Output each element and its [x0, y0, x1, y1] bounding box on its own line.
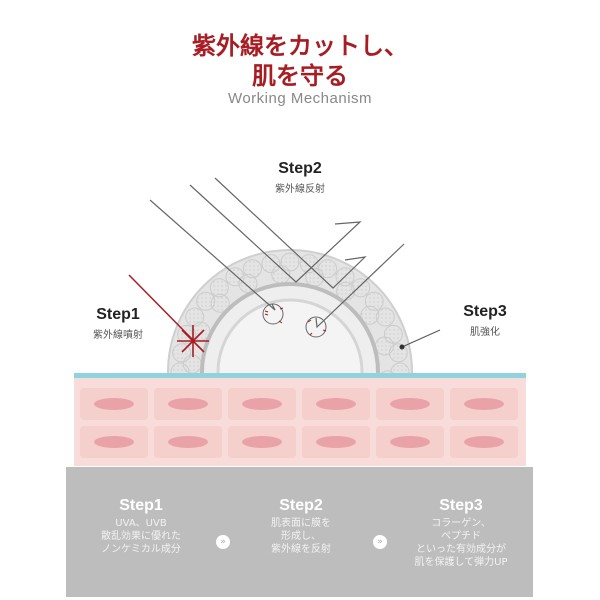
- summary-step1: Step1 UVA、UVB 散乱効果に優れた ノンケミカル成分: [101, 497, 181, 555]
- absorb-circles: [262, 303, 327, 338]
- red-uv-ray: [128, 274, 194, 341]
- particle-bead: [388, 343, 408, 363]
- cell-nucleus: [94, 436, 134, 448]
- skin-surface-line: [74, 373, 526, 378]
- uv-rays: [149, 177, 405, 329]
- cell-nucleus: [316, 436, 356, 448]
- double-chevron-right-icon: »: [216, 535, 230, 549]
- cell-nucleus: [464, 436, 504, 448]
- step1-label: Step1 紫外線噴射: [93, 306, 143, 341]
- particle-bead: [351, 278, 371, 298]
- title-line-2: 肌を守る: [252, 62, 348, 90]
- particle-bead: [375, 307, 395, 327]
- step2-label: Step2 紫外線反射: [275, 160, 325, 195]
- particle-bead: [280, 252, 300, 272]
- subtitle: Working Mechanism: [227, 90, 373, 107]
- step3-pointer: [401, 329, 441, 348]
- cell-nucleus: [390, 398, 430, 410]
- cell-nucleus: [94, 398, 134, 410]
- particle-beads: [170, 252, 410, 374]
- cell-nucleus: [168, 398, 208, 410]
- particle-bead: [185, 307, 205, 327]
- absorb-ticks: [264, 307, 327, 336]
- scatter-icon: [177, 325, 209, 357]
- particle-bead: [318, 259, 338, 279]
- cell-nucleus: [242, 436, 282, 448]
- particle-bead: [242, 259, 262, 279]
- cell-nucleus: [390, 436, 430, 448]
- double-chevron-right-icon: »: [373, 535, 387, 549]
- summary-step3: Step3 コラーゲン、 ペプチド といった有効成分が 肌を保護して弾力UP: [414, 497, 508, 568]
- steps-summary-panel: Step1 UVA、UVB 散乱効果に優れた ノンケミカル成分 » Step2 …: [66, 467, 533, 597]
- step3-label: Step3 肌強化: [463, 303, 507, 338]
- cell-nucleus: [464, 398, 504, 410]
- particle-bead: [209, 278, 229, 298]
- summary-step2: Step2 肌表面に膜を 形成し、 紫外線を反射: [271, 497, 331, 555]
- title-line-1: 紫外線をカットし、: [192, 32, 408, 60]
- cell-nucleus: [242, 398, 282, 410]
- cell-nucleus: [316, 398, 356, 410]
- cell-nucleus: [168, 436, 208, 448]
- skin-cells: [80, 388, 518, 458]
